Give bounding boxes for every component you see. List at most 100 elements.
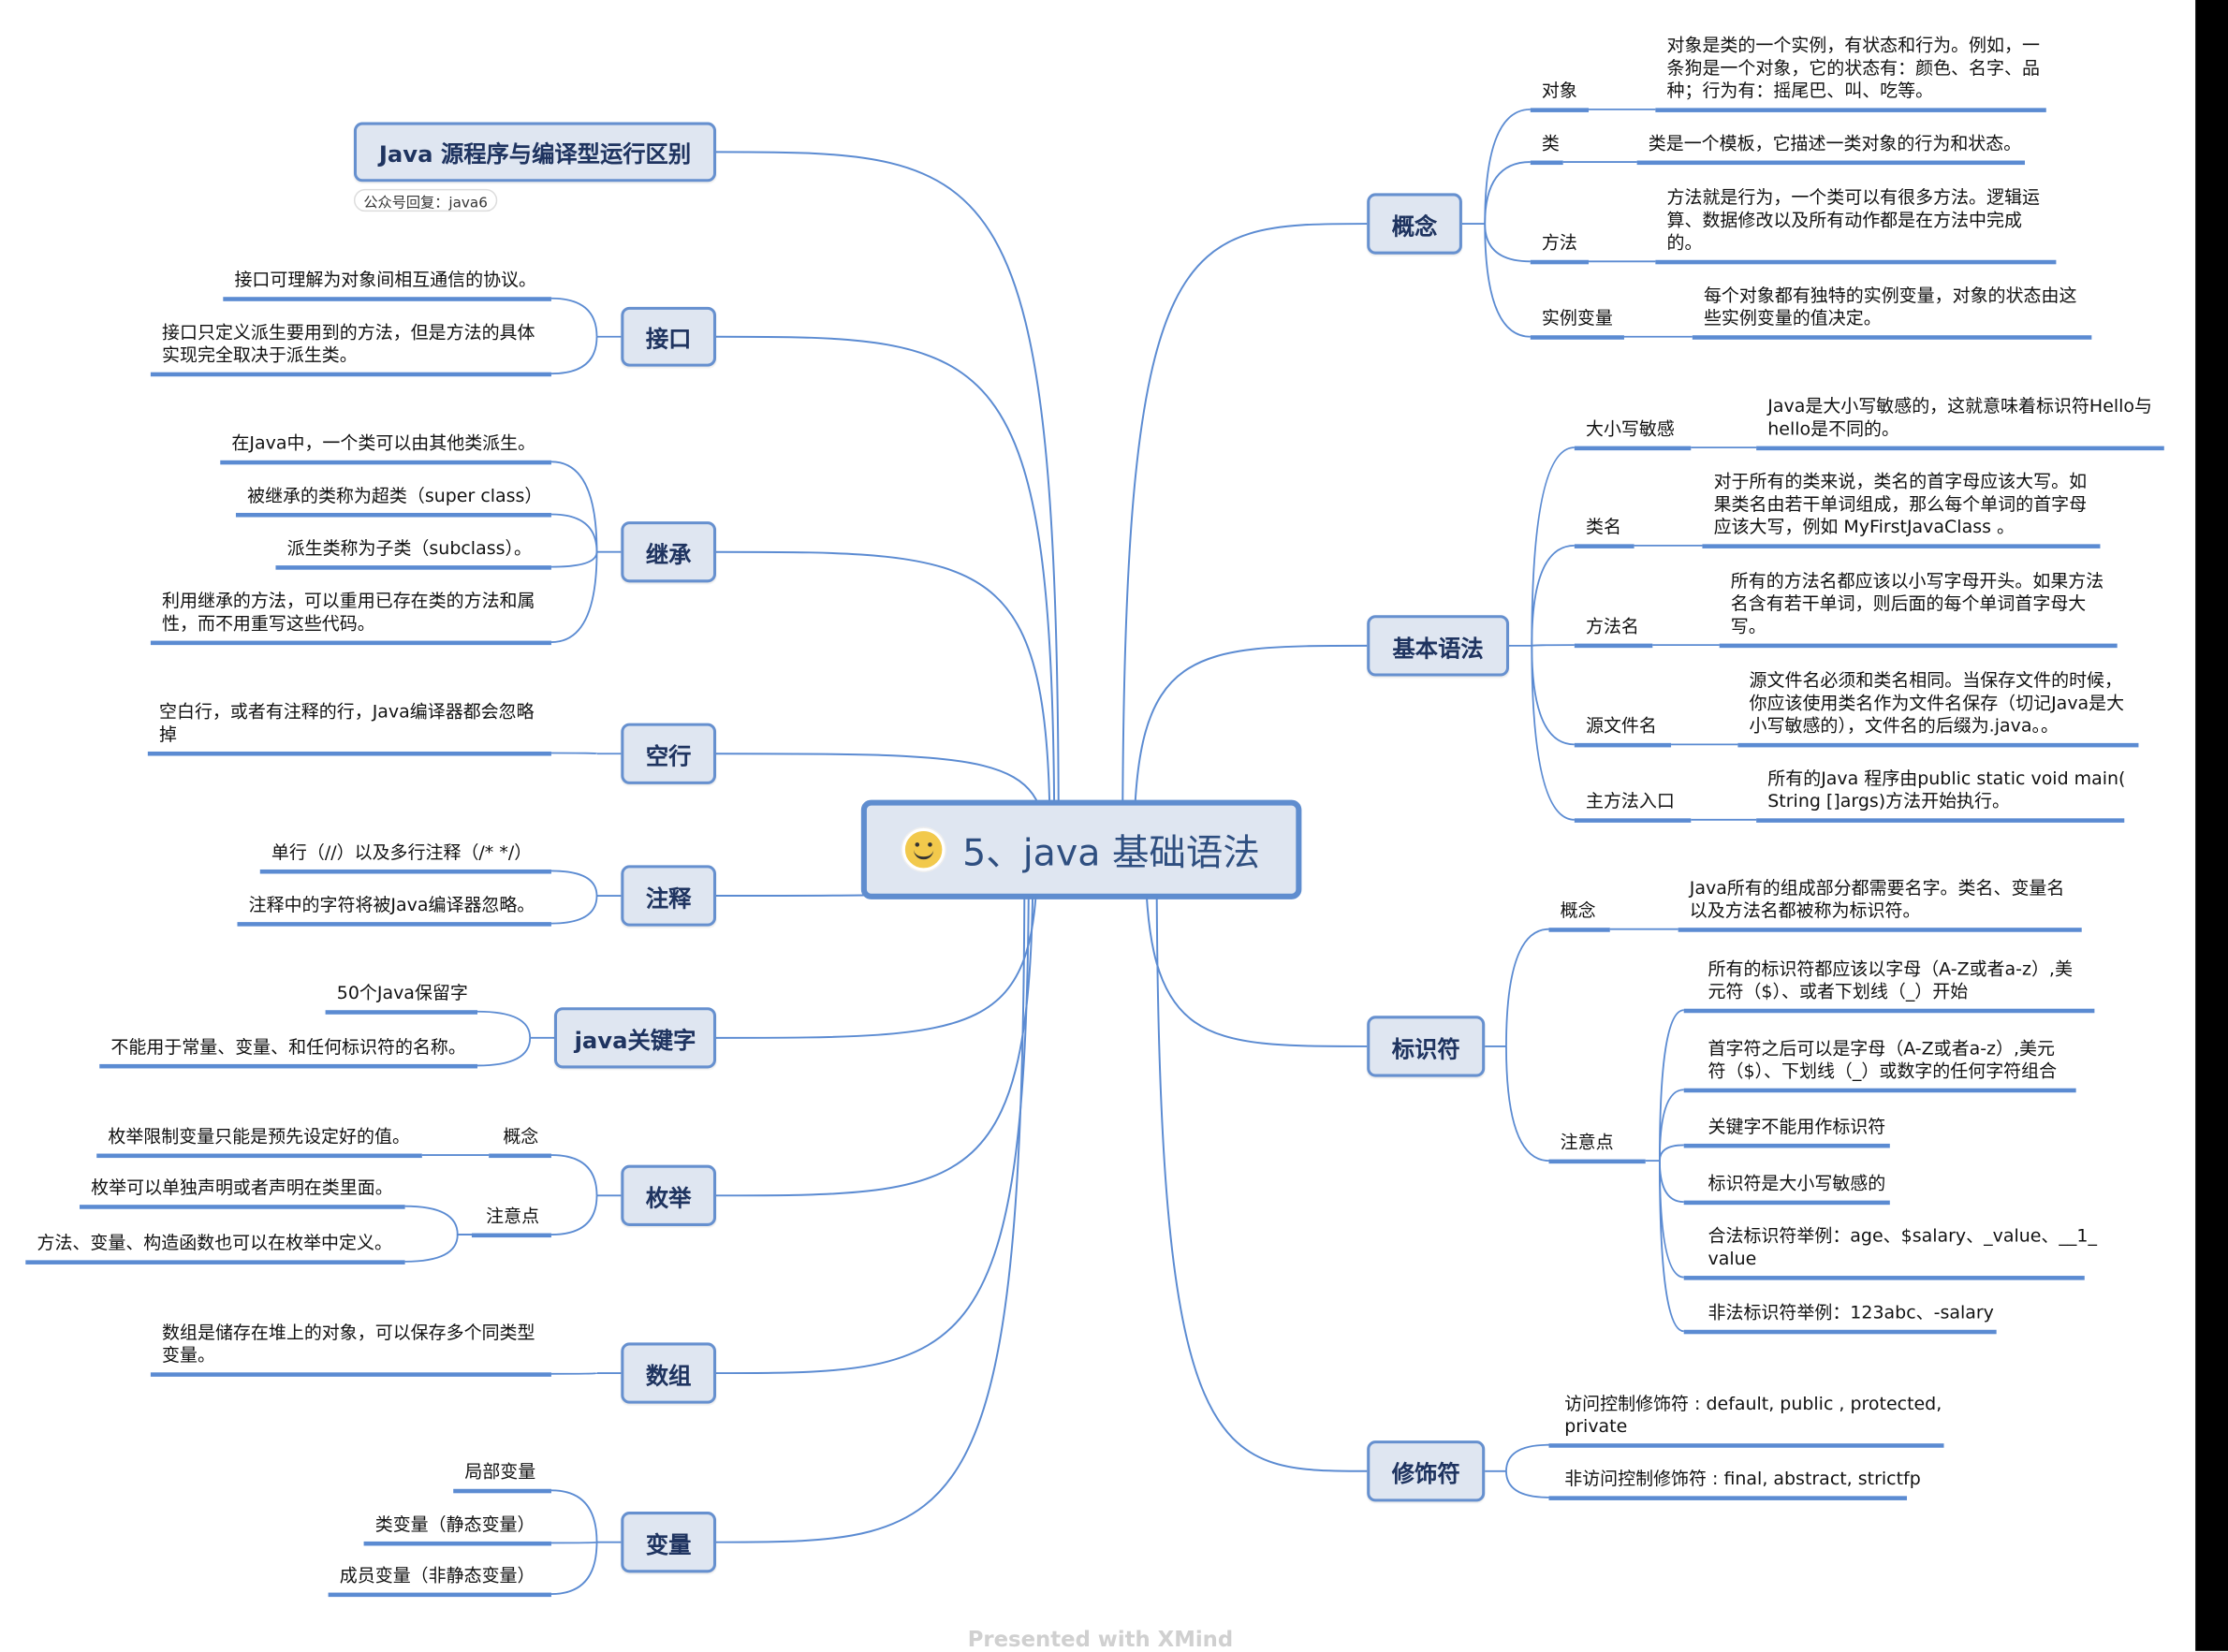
leaf-text[interactable]: 在Java中，一个类可以由其他类派生。 xyxy=(231,431,535,454)
topic-8[interactable]: 变量 xyxy=(621,1512,717,1573)
leaf-text[interactable]: 标识符是大小写敏感的 xyxy=(1708,1172,1886,1194)
leaf-text[interactable]: 首字符之后可以是字母（A-Z或者a-z）,美元符（$）、下划线（_）或数字的任何… xyxy=(1708,1037,2058,1083)
topic-title: 继承 xyxy=(645,540,692,568)
leaf-text[interactable]: 每个对象都有独特的实例变量，对象的状态由这些实例变量的值决定。 xyxy=(1704,285,2076,330)
leaf-text[interactable]: 被继承的类称为超类（super class） xyxy=(247,485,542,507)
leaf-text[interactable]: 源文件名必须和类名相同。当保存文件的时候，你应该使用类名作为文件名保存（切记Ja… xyxy=(1750,669,2125,738)
text-line: 掉 xyxy=(159,723,178,745)
branch-underline xyxy=(1683,1328,1997,1334)
branch-underline xyxy=(150,371,551,376)
branch-underline xyxy=(1548,927,1610,931)
leaf-text[interactable]: 合法标识符举例：age、$salary、_value、__1_value xyxy=(1708,1224,2097,1270)
text-line: 些实例变量的值决定。 xyxy=(1703,306,1882,329)
subtopic-label[interactable]: 方法名 xyxy=(1585,615,1639,637)
topic-right-1[interactable]: 基本语法 xyxy=(1367,615,1510,677)
leaf-text[interactable]: 空白行，或者有注释的行，Java编译器都会忽略掉 xyxy=(159,700,535,746)
leaf-text[interactable]: 非法标识符举例：123abc、-salary xyxy=(1708,1301,1994,1323)
connector-line xyxy=(550,1542,598,1595)
leaf-text[interactable]: 类是一个模板，它描述一类对象的行为和状态。 xyxy=(1649,132,2021,154)
text-line: 派生类称为子类（subclass）。 xyxy=(286,536,532,559)
text-line: 以及方法名都被称为标识符。 xyxy=(1689,899,1921,921)
text-line: Java是大小写敏感的，这就意味着标识符Hello与 xyxy=(1767,394,2153,417)
topic-5[interactable]: java关键字 xyxy=(553,1007,717,1069)
leaf-text[interactable]: 所有的方法名都应该以小写字母开头。如果方法名含有若干单词，则后面的每个单词首字母… xyxy=(1731,570,2103,638)
subtopic-label[interactable]: 类 xyxy=(1541,132,1560,154)
text-line: 写。 xyxy=(1730,615,1766,637)
branch-underline xyxy=(1756,817,2125,823)
branch-underline xyxy=(1548,1495,1908,1500)
leaf-text[interactable]: 所有的Java 程序由public static void main(Strin… xyxy=(1767,768,2125,813)
leaf-text[interactable]: 关键字不能用作标识符 xyxy=(1708,1116,1886,1138)
topic-1[interactable]: 接口 xyxy=(621,306,717,367)
central-topic-title: 5、java 基础语法 xyxy=(962,831,1260,875)
text-line: 标识符是大小写敏感的 xyxy=(1708,1172,1886,1194)
subtopic-label[interactable]: 实例变量 xyxy=(1541,306,1613,329)
subtopic-label[interactable]: 注意点 xyxy=(486,1205,540,1226)
topic-right-0[interactable]: 概念 xyxy=(1367,193,1462,255)
leaf-text[interactable]: Java所有的组成部分都需要名字。类名、变量名以及方法名都被称为标识符。 xyxy=(1690,877,2065,923)
leaf-text[interactable]: 对于所有的类来说，类名的首字母应该大写。如果类名由若干单词组成，那么每个单词的首… xyxy=(1714,470,2087,538)
branch-underline xyxy=(1683,1275,2085,1279)
leaf-text[interactable]: 对象是类的一个实例，有状态和行为。例如，一条狗是一个对象，它的状态有：颜色、名字… xyxy=(1666,34,2039,102)
branch-underline xyxy=(1683,1199,1890,1205)
leaf-text[interactable]: 接口只定义派生要用到的方法，但是方法的具体实现完全取决于派生类。 xyxy=(162,321,535,367)
leaf-text[interactable]: 数组是储存在堆上的对象，可以保存多个同类型变量。 xyxy=(162,1322,535,1367)
leaf-text[interactable]: 利用继承的方法，可以重用已存在类的方法和属性，而不用重写这些代码。 xyxy=(162,590,535,636)
leaf-text[interactable]: 局部变量 xyxy=(464,1460,535,1483)
branch-underline xyxy=(99,1063,478,1068)
topic-3[interactable]: 空行 xyxy=(621,723,717,784)
connector-line xyxy=(1484,224,1531,338)
topic-title: 数组 xyxy=(645,1361,692,1389)
connector-line xyxy=(550,1541,598,1544)
leaf-text[interactable]: 所有的标识符都应该以字母（A-Z或者a-z）,美元符（$）、或者下划线（_）开始 xyxy=(1708,958,2073,1003)
branch-underline xyxy=(1655,259,2057,264)
subtopic-label[interactable]: 主方法入口 xyxy=(1585,789,1675,811)
leaf-text[interactable]: 枚举限制变量只能是预先设定好的值。 xyxy=(108,1125,410,1148)
leaf-text[interactable]: 注释中的字符将被Java编译器忽略。 xyxy=(249,894,535,916)
leaf-text[interactable]: 枚举可以单独声明或者声明在类里面。 xyxy=(91,1177,393,1199)
branch-underline xyxy=(150,639,551,645)
leaf-text[interactable]: 访问控制修饰符 : default, public , protected,pr… xyxy=(1564,1393,1942,1439)
connector-line xyxy=(550,1154,598,1196)
topic-7[interactable]: 数组 xyxy=(621,1342,717,1404)
leaf-text[interactable]: 方法就是行为，一个类可以有很多方法。逻辑运算、数据修改以及所有动作都是在方法中完… xyxy=(1666,186,2039,255)
smiley-icon xyxy=(902,827,945,871)
leaf-text[interactable]: 单行（//）以及多行注释（/* */） xyxy=(271,841,532,864)
leaf-text[interactable]: 类变量（静态变量） xyxy=(375,1513,535,1536)
topic-6[interactable]: 枚举 xyxy=(621,1164,717,1226)
subtopic-label[interactable]: 注意点 xyxy=(1560,1131,1614,1153)
subtopic-label[interactable]: 源文件名 xyxy=(1585,714,1657,737)
subtopic-label[interactable]: 方法 xyxy=(1541,231,1577,254)
central-topic[interactable]: 5、java 基础语法 xyxy=(860,799,1302,899)
topic-2[interactable]: 继承 xyxy=(621,521,717,583)
leaf-text[interactable]: 接口可理解为对象间相互通信的协议。 xyxy=(234,269,536,291)
leaf-text[interactable]: 派生类称为子类（subclass）。 xyxy=(287,537,532,560)
subtopic-label[interactable]: 类名 xyxy=(1585,515,1621,537)
text-line: 接口可理解为对象间相互通信的协议。 xyxy=(234,268,537,290)
subtopic-label[interactable]: 概念 xyxy=(1560,899,1596,921)
topic-right-2[interactable]: 标识符 xyxy=(1367,1016,1486,1077)
connector-line xyxy=(550,336,598,375)
branch-underline xyxy=(471,1232,551,1237)
text-line: 单行（//）以及多行注释（/* */） xyxy=(271,841,533,863)
topic-0[interactable]: Java 源程序与编译型运行区别 xyxy=(353,122,717,183)
leaf-text[interactable]: 不能用于常量、变量、和任何标识符的名称。 xyxy=(110,1036,465,1059)
topic-4[interactable]: 注释 xyxy=(621,865,717,927)
text-line: 访问控制修饰符 : default, public , protected, xyxy=(1564,1392,1942,1414)
connector-line xyxy=(1505,1443,1549,1471)
branch-underline xyxy=(1692,334,2092,340)
branch-underline xyxy=(235,512,551,517)
subtopic-label[interactable]: 概念 xyxy=(503,1125,539,1147)
leaf-text[interactable]: 成员变量（非静态变量） xyxy=(340,1564,535,1586)
connector-line xyxy=(1484,161,1531,225)
leaf-text[interactable]: 50个Java保留字 xyxy=(337,982,468,1004)
text-line: 枚举限制变量只能是预先设定好的值。 xyxy=(108,1125,410,1147)
text-line: 关键字不能用作标识符 xyxy=(1708,1115,1886,1137)
connector-line xyxy=(1531,645,1575,821)
leaf-text[interactable]: 非访问控制修饰符 : final, abstract, strictfp xyxy=(1564,1468,1921,1490)
leaf-text[interactable]: 方法、变量、构造函数也可以在枚举中定义。 xyxy=(37,1232,391,1254)
subtopic-label[interactable]: 对象 xyxy=(1541,80,1577,101)
topic-right-3[interactable]: 修饰符 xyxy=(1367,1440,1486,1502)
subtopic-label[interactable]: 大小写敏感 xyxy=(1585,417,1675,440)
